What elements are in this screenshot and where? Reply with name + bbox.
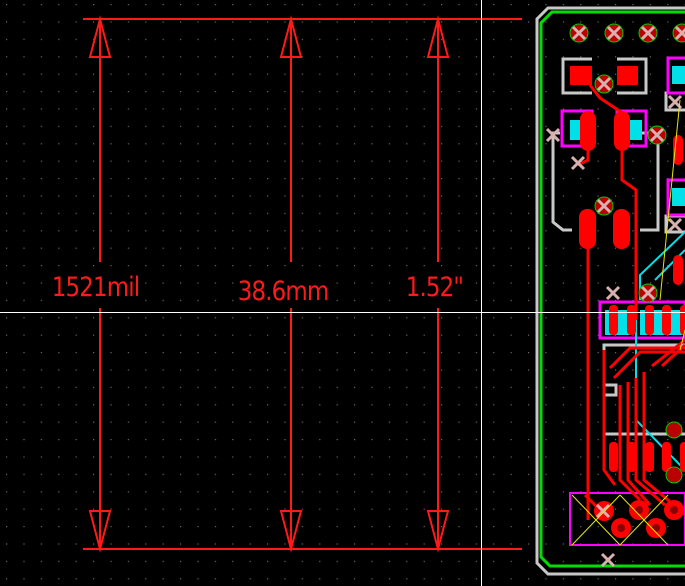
via-x-marker bbox=[596, 76, 612, 92]
via-x-marker bbox=[649, 127, 665, 143]
dimension-arrow-1 bbox=[279, 15, 303, 553]
via-x-marker bbox=[640, 25, 656, 41]
via-x-marker bbox=[605, 285, 621, 301]
via-x-marker bbox=[600, 552, 616, 568]
via-x-marker bbox=[570, 155, 586, 171]
pcb-board[interactable] bbox=[535, 6, 685, 576]
dimension-label-mm[interactable]: 38.6mm bbox=[236, 276, 331, 307]
via-x-marker bbox=[545, 127, 561, 143]
dimension-lines[interactable] bbox=[83, 15, 522, 553]
edge-cuts-outline bbox=[539, 10, 685, 568]
via-x-marker bbox=[606, 25, 622, 41]
dimension-label-mil[interactable]: 1521mil bbox=[50, 272, 141, 303]
via-x-marker bbox=[674, 25, 685, 41]
dimension-arrow-0 bbox=[88, 15, 112, 553]
via-x-marker bbox=[640, 285, 656, 301]
via-x-marker bbox=[667, 217, 683, 233]
via-x-marker bbox=[595, 503, 611, 519]
courtyard-outline bbox=[535, 6, 685, 576]
dimension-arrow-2 bbox=[426, 15, 450, 553]
via-x-marker bbox=[596, 198, 612, 214]
dimension-label-inch[interactable]: 1.52" bbox=[404, 272, 465, 303]
via-x-marker bbox=[571, 25, 587, 41]
